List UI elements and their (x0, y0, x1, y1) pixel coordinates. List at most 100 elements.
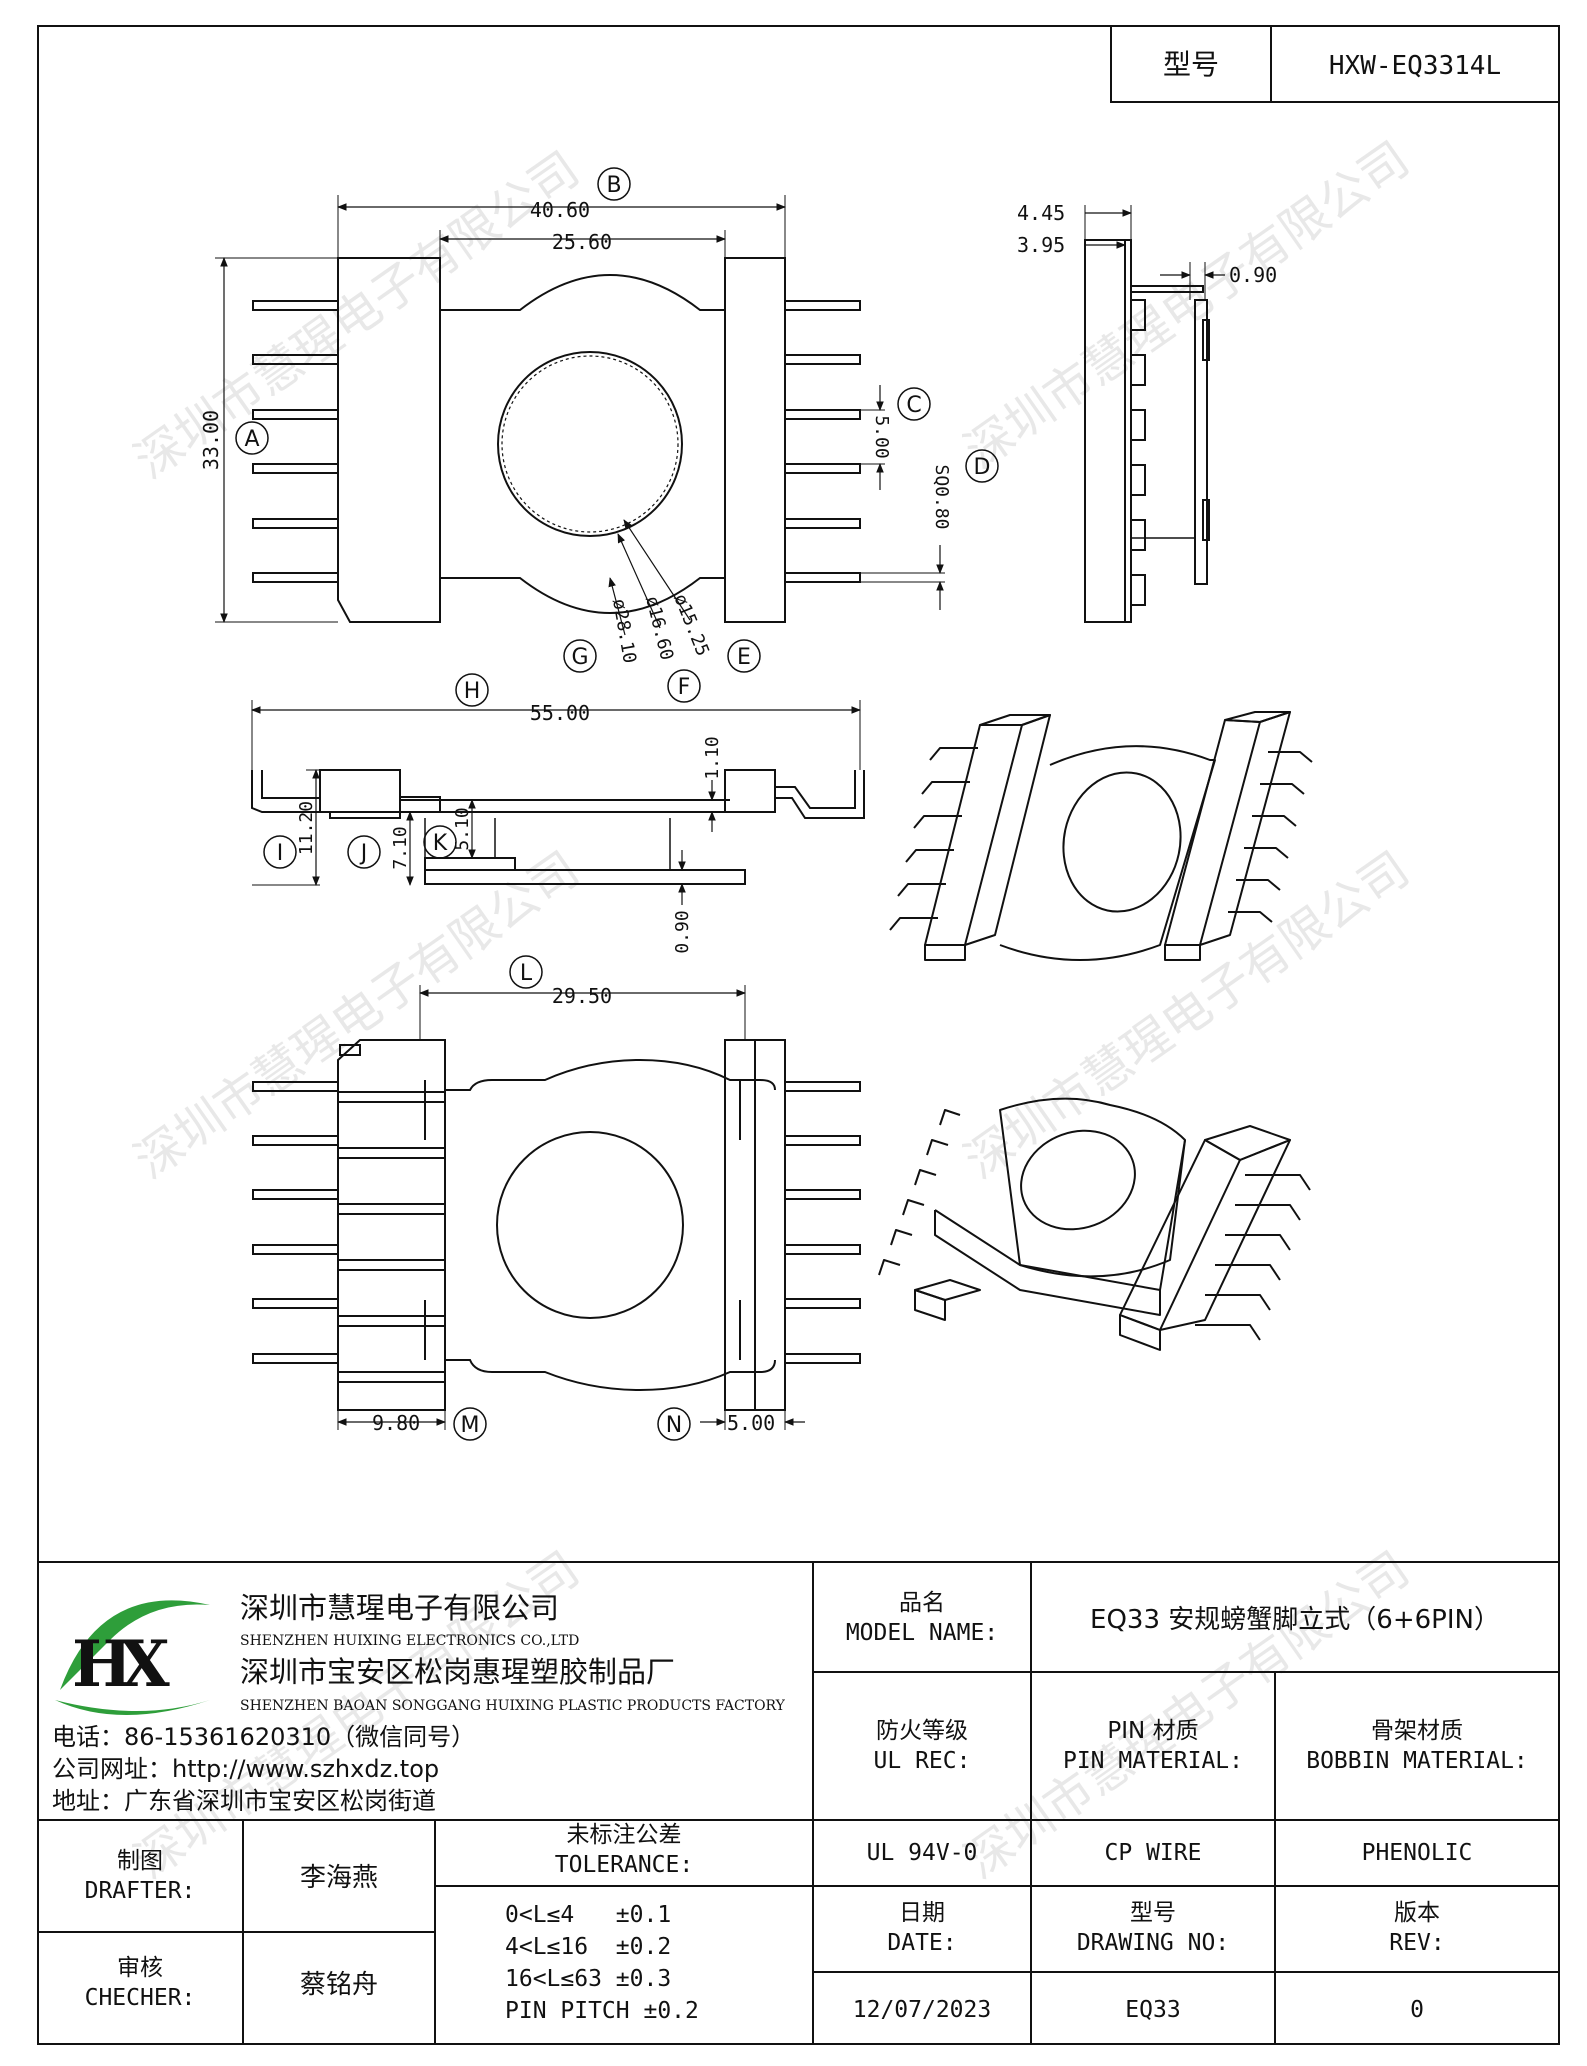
watermark-4: 深圳市慧瑆电子有限公司 (955, 841, 1420, 1190)
ul-rec-en: UL REC: (874, 1748, 971, 1774)
tolerance-en: TOLERANCE: (555, 1852, 693, 1878)
model-name-cn: 品名 (899, 1590, 945, 1616)
top-view-right-pins (784, 300, 861, 583)
title-block-text: 品名 MODEL NAME: EQ33 安规螃蟹脚立式（6+6PIN） 防火等级… (85, 1590, 1528, 2023)
header-model-box: 型号 HXW-EQ3314L (1110, 25, 1560, 103)
date-en: DATE: (887, 1930, 956, 1956)
dim-m-width: 9.80 (372, 1411, 420, 1435)
drawing-no-en: DRAWING NO: (1077, 1930, 1229, 1956)
pin-material-en: PIN MATERIAL: (1063, 1748, 1243, 1774)
dim-g-dia: ø28.10 (608, 597, 640, 665)
bobbin-material-en: BOBBIN MATERIAL: (1306, 1748, 1528, 1774)
bobbin-material-value: PHENOLIC (1362, 1840, 1473, 1866)
watermark-1: 深圳市慧瑆电子有限公司 (125, 141, 590, 490)
pin-material-cn: PIN 材质 (1107, 1718, 1198, 1744)
callout-k: K (433, 831, 448, 856)
dim-d-pin: SQ0.80 (931, 464, 952, 529)
model-name-value: EQ33 安规螃蟹脚立式（6+6PIN） (1090, 1605, 1500, 1635)
dim-l-width: 29.50 (552, 984, 612, 1008)
date-value: 12/07/2023 (853, 1997, 991, 2023)
bottom-view-labels: 29.50 9.80 5.00 (372, 984, 775, 1435)
dim-j-height: 7.10 (390, 826, 411, 869)
dim-h-110: 1.10 (702, 736, 723, 779)
dim-h-090: 0.90 (672, 910, 693, 953)
checker-cn: 审核 (117, 1955, 163, 1981)
rev-value: 0 (1410, 1997, 1424, 2023)
company-phone: 电话：86-15361620310（微信同号） (52, 1723, 475, 1751)
callout-i: I (277, 841, 284, 866)
callout-c: C (906, 393, 921, 418)
tolerance-line-3: 16<L≤63 ±0.3 (505, 1966, 671, 1992)
rev-cn: 版本 (1394, 1900, 1440, 1926)
callout-a: A (244, 427, 259, 452)
top-view-callouts: B A C D E F G (235, 167, 999, 703)
dim-h-width: 55.00 (530, 701, 590, 725)
sheet-border (37, 25, 1560, 2045)
pin-material-value: CP WIRE (1105, 1840, 1202, 1866)
header-model-value: HXW-EQ3314L (1329, 51, 1501, 81)
callout-h: H (464, 679, 481, 704)
watermark-2: 深圳市慧瑆电子有限公司 (955, 131, 1420, 480)
ul-rec-cn: 防火等级 (876, 1718, 968, 1744)
drafter-cn: 制图 (117, 1848, 163, 1874)
bobbin-material-cn: 骨架材质 (1371, 1718, 1463, 1744)
checker-name: 蔡铭舟 (300, 1970, 378, 2000)
ul-value: UL 94V-0 (867, 1840, 978, 1866)
side-view (1084, 205, 1225, 623)
rev-en: REV: (1389, 1930, 1444, 1956)
isometric-view-top (889, 711, 1313, 961)
factory-name-en: SHENZHEN BAOAN SONGGANG HUIXING PLASTIC … (240, 1698, 786, 1714)
dim-b-outer: 40.60 (530, 198, 590, 222)
company-name-cn: 深圳市慧瑆电子有限公司 (240, 1591, 559, 1625)
callout-l: L (520, 961, 533, 986)
dim-side-445: 4.45 (1017, 201, 1065, 225)
callout-m: M (461, 1413, 480, 1438)
title-block (38, 1561, 1559, 2044)
tolerance-line-1: 0<L≤4 ±0.1 (505, 1902, 671, 1928)
top-view-left-pins (252, 300, 339, 583)
tolerance-line-4: PIN PITCH ±0.2 (505, 1998, 699, 2024)
company-website: 公司网址：http://www.szhxdz.top (52, 1755, 439, 1783)
front-elevation-labels: 55.00 11.20 7.10 5.10 1.10 0.90 (296, 701, 723, 954)
company-logo: H X (55, 1600, 210, 1715)
checker-en: CHECHER: (85, 1985, 196, 2011)
isometric-view-bottom (878, 1097, 1311, 1351)
front-elevation-callouts: H I J K (263, 673, 489, 869)
drafter-en: DRAFTER: (85, 1878, 196, 1904)
dim-c-pitch: 5.00 (871, 415, 892, 458)
dim-b-inner: 25.60 (552, 230, 612, 254)
side-view-labels: 4.45 3.95 0.90 (1017, 201, 1277, 287)
drawing-no-cn: 型号 (1130, 1900, 1176, 1926)
tolerance-line-2: 4<L≤16 ±0.2 (505, 1934, 671, 1960)
callout-j: J (359, 841, 368, 866)
bottom-view (252, 985, 861, 1430)
bottom-view-callouts: L M N (453, 955, 691, 1441)
tolerance-cn: 未标注公差 (567, 1822, 682, 1848)
dim-side-090: 0.90 (1229, 263, 1277, 287)
logo-letter-h: H (72, 1627, 132, 1702)
watermark-3: 深圳市慧瑆电子有限公司 (125, 841, 590, 1190)
logo-letter-x: X (120, 1627, 170, 1702)
callout-e: E (737, 645, 751, 670)
company-info: 深圳市慧瑆电子有限公司 SHENZHEN HUIXING ELECTRONICS… (52, 1591, 786, 1815)
header-model-label: 型号 (1163, 48, 1219, 81)
dim-k-height: 5.10 (452, 807, 473, 850)
callout-d: D (974, 455, 991, 480)
tolerance-list: 0<L≤4 ±0.1 4<L≤16 ±0.2 16<L≤63 ±0.3 PIN … (505, 1902, 699, 2024)
watermark-5: 深圳市慧瑆电子有限公司 (955, 1541, 1420, 1890)
date-cn: 日期 (899, 1900, 945, 1926)
drafter-name: 李海燕 (300, 1863, 378, 1893)
callout-f: F (678, 675, 691, 700)
company-address: 地址：广东省深圳市宝安区松岗街道 (52, 1787, 436, 1815)
callout-b: B (606, 173, 621, 198)
company-name-en: SHENZHEN HUIXING ELECTRONICS CO.,LTD (240, 1633, 579, 1649)
top-view (215, 195, 945, 636)
model-name-en: MODEL NAME: (846, 1620, 998, 1646)
callout-g: G (571, 645, 588, 670)
top-view-labels: 40.60 25.60 33.00 5.00 SQ0.80 ø15.25 ø16… (199, 198, 952, 665)
dim-a-height: 33.00 (199, 410, 223, 470)
dim-n-width: 5.00 (727, 1411, 775, 1435)
dim-side-395: 3.95 (1017, 233, 1065, 257)
factory-name-cn: 深圳市宝安区松岗惠瑆塑胶制品厂 (240, 1655, 675, 1689)
